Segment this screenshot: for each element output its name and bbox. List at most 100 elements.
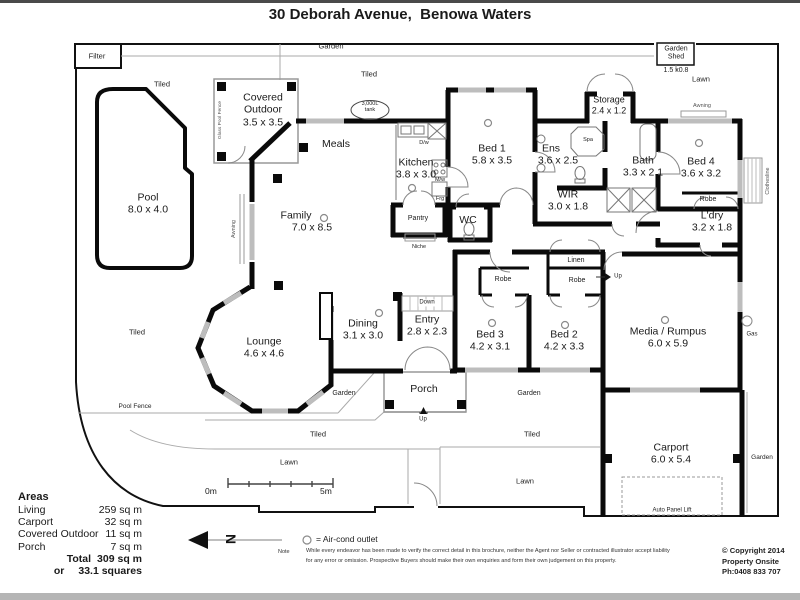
entry-dim: 2.8 x 2.3 (406, 326, 448, 338)
label-clothesline: Clothesline (764, 167, 771, 195)
areas-row-label: Porch (18, 540, 46, 553)
ens-dim: 3.6 x 2.5 (537, 155, 579, 167)
label-up-hall: Up (614, 273, 622, 280)
wir-dim: 3.0 x 1.8 (547, 201, 589, 213)
scale-bar (227, 478, 334, 488)
note-text: While every endeavor has been made to ve… (306, 546, 670, 566)
areas-row-porch: Porch 7 sq m (18, 541, 142, 553)
areas-total-value: 309 sq m (97, 552, 142, 565)
room-label-bed4: Bed 4 3.6 x 3.2 (681, 156, 721, 181)
label-lawn-top-right: Lawn (692, 74, 710, 84)
areas-row-value: 32 sq m (104, 516, 142, 529)
legend-circle (302, 535, 312, 545)
areas-row-covered-outdoor: Covered Outdoor 11 sq m (18, 528, 142, 540)
areas-row-label: Carport (18, 516, 54, 529)
room-label-robe-bed3: Robe (494, 275, 512, 283)
label-garden-mid-left: Garden (332, 389, 356, 397)
label-pool-fence: Pool Fence (118, 403, 152, 411)
bed2-name: Bed 2 (550, 328, 578, 341)
label-awning-family: Awning (230, 220, 237, 238)
bath-dim: 3.3 x 2.1 (622, 167, 664, 179)
plan-title: 30 Deborah Avenue, Benowa Waters (268, 6, 532, 24)
room-label-linen: Linen (567, 256, 585, 264)
room-label-storage: Storage 2.4 x 1.2 (592, 94, 627, 115)
label-dishwasher: D/w (419, 139, 429, 146)
label-tiled-left: Tiled (129, 327, 145, 337)
covered-outdoor-dim: 3.5 x 3.5 (242, 116, 284, 129)
room-label-porch: Porch (410, 382, 438, 395)
lounge-name: Lounge (246, 335, 282, 348)
storage-name: Storage (593, 94, 625, 105)
room-label-lounge: Lounge 4.6 x 4.6 (244, 336, 284, 361)
room-label-ldry: L'dry 3.2 x 1.8 (692, 210, 732, 235)
bed2-dim: 4.2 x 3.3 (543, 341, 585, 353)
room-label-wir: WIR 3.0 x 1.8 (548, 189, 588, 214)
areas-row-carport: Carport 32 sq m (18, 516, 142, 528)
bath-name: Bath (632, 154, 654, 167)
label-lawn-bottom-left: Lawn (280, 457, 298, 467)
lounge-dim: 4.6 x 4.6 (243, 348, 285, 360)
bed4-name: Bed 4 (687, 155, 715, 168)
room-label-bed3: Bed 3 4.2 x 3.1 (470, 329, 510, 354)
family-dim: 7.0 x 8.5 (291, 222, 333, 234)
areas-table: Areas Living 259 sq m Carport 32 sq m Co… (18, 491, 142, 577)
garden-shed-dim: 1.5 x0.8 (663, 66, 689, 74)
page-top-edge (0, 0, 800, 3)
areas-row-value: 7 sq m (110, 540, 142, 553)
bed1-name: Bed 1 (478, 142, 506, 155)
room-label-wc: WC (459, 213, 477, 226)
room-label-family: Family 7.0 x 8.5 (278, 209, 333, 235)
room-label-bed2: Bed 2 4.2 x 3.3 (544, 329, 584, 354)
copyright-line1: © Copyright 2014 (722, 546, 785, 555)
aircond-outlets (302, 118, 704, 545)
ldry-name: L'dry (700, 209, 724, 222)
areas-or-label: or (53, 565, 65, 578)
label-tank: 3,000L tank (362, 101, 379, 113)
note-line2: for any error or omission. Prospective B… (306, 558, 617, 564)
pool-dim: 8.0 x 4.0 (127, 204, 169, 216)
posts (217, 82, 742, 463)
areas-total-label: Total (66, 552, 92, 565)
label-garden-top: Garden (318, 41, 344, 51)
room-label-entry: Entry 2.8 x 2.3 (407, 314, 447, 339)
scale-start-label: 0m (205, 486, 217, 496)
site-boundary (74, 42, 779, 517)
room-label-robe-bed4: Robe (699, 195, 717, 203)
areas-row-label: Living (18, 504, 46, 516)
scale-end-label: 5m (320, 486, 332, 496)
room-label-spa: Spa (583, 136, 593, 143)
family-name: Family (280, 209, 312, 222)
room-label-robe-hall: Robe (568, 276, 586, 284)
label-garden-right: Garden (751, 454, 773, 462)
label-up-porch: Up (419, 416, 427, 423)
areas-heading: Areas (18, 491, 49, 503)
doors (227, 73, 739, 507)
room-label-carport: Carport 6.0 x 5.4 (651, 442, 691, 467)
areas-row-value: 259 sq m (98, 504, 142, 516)
room-label-bath: Bath 3.3 x 2.1 (623, 155, 663, 180)
page-bottom-edge (0, 593, 800, 600)
room-label-pool: Pool 8.0 x 4.0 (128, 192, 168, 217)
bed4-dim: 3.6 x 3.2 (680, 168, 722, 180)
room-label-media: Media / Rumpus 6.0 x 5.9 (630, 326, 706, 351)
covered-outdoor-name: Covered Outdoor (243, 91, 283, 116)
areas-squares-row: or 33.1 squares (18, 565, 142, 577)
ldry-dim: 3.2 x 1.8 (691, 222, 733, 234)
label-gas: Gas (746, 331, 758, 338)
label-microwave: M/w (434, 176, 446, 183)
label-glass-pool-fence: Glass Pool Fence (218, 101, 224, 139)
bed3-dim: 4.2 x 3.1 (469, 341, 511, 353)
room-label-niche: Niche (411, 243, 427, 250)
note-label: Note (278, 549, 290, 555)
room-label-bed1: Bed 1 5.8 x 3.5 (472, 143, 512, 168)
label-tiled-bottom-left: Tiled (310, 429, 326, 439)
bed1-dim: 5.8 x 3.5 (471, 155, 513, 167)
carport-name: Carport (653, 441, 689, 454)
label-tiled-bottom-mid: Tiled (524, 429, 540, 439)
media-name: Media / Rumpus (629, 325, 707, 338)
bed3-name: Bed 3 (476, 328, 504, 341)
room-label-kitchen: Kitchen 3.8 x 3.0 (396, 157, 436, 182)
tank-line2: tank (364, 107, 376, 113)
